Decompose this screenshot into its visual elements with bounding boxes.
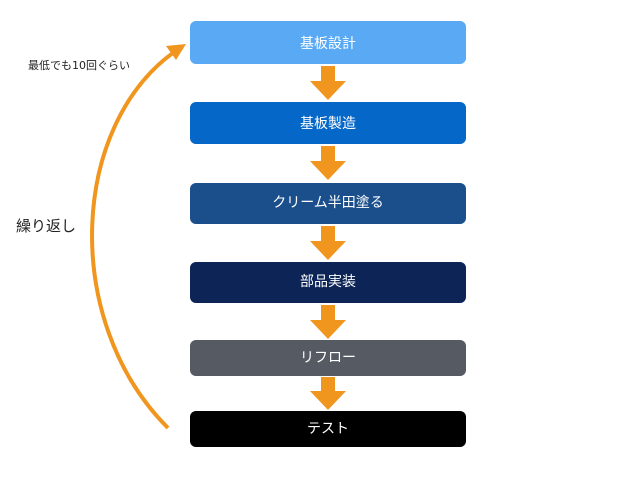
step-label: 基板製造: [300, 116, 356, 132]
down-arrow-icon: [310, 226, 346, 260]
step-board-manufacturing: 基板製造: [190, 102, 466, 144]
step-label: 部品実装: [300, 274, 356, 290]
step-label: クリーム半田塗る: [272, 195, 384, 211]
step-component-mounting: 部品実装: [190, 262, 466, 303]
step-reflow: リフロー: [190, 340, 466, 376]
repeat-note: 最低でも10回ぐらい: [28, 59, 130, 72]
step-test: テスト: [190, 411, 466, 447]
down-arrow-icon: [310, 66, 346, 100]
step-board-design: 基板設計: [190, 21, 466, 64]
repeat-loop-curve: [90, 46, 182, 430]
step-label: テスト: [307, 421, 349, 437]
down-arrow-icon: [310, 377, 346, 410]
repeat-loop-arrowhead: [166, 44, 186, 60]
step-label: 基板設計: [300, 36, 356, 52]
down-arrow-icon: [310, 146, 346, 180]
step-solder-paste: クリーム半田塗る: [190, 183, 466, 224]
down-arrow-icon: [310, 305, 346, 339]
step-label: リフロー: [300, 350, 356, 366]
repeat-label: 繰り返し: [16, 217, 77, 235]
